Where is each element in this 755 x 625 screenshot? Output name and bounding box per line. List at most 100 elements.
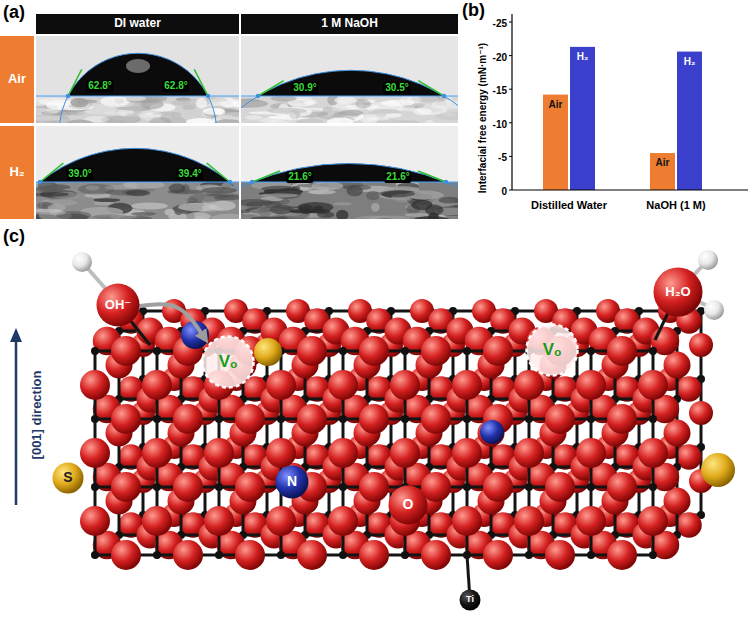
lattice-item xyxy=(525,415,533,423)
contact-point xyxy=(228,180,232,184)
ti-atom xyxy=(339,415,347,423)
lattice-item xyxy=(80,438,110,468)
o-atom xyxy=(266,438,296,468)
lattice-item xyxy=(91,347,99,355)
substrate-texture xyxy=(304,100,317,105)
contact-angle: 21.6° xyxy=(286,171,313,183)
lattice-item xyxy=(215,415,223,423)
ti-atom xyxy=(215,415,223,423)
lattice-item xyxy=(421,540,451,570)
category-label: NaOH (1 M) xyxy=(646,195,705,213)
lattice-item xyxy=(235,404,265,434)
ti-atom xyxy=(401,415,409,423)
lattice-item xyxy=(421,404,451,434)
node-text: DI water xyxy=(114,17,161,30)
o-atom xyxy=(297,404,327,434)
lattice-item xyxy=(359,404,389,434)
axis-tick xyxy=(509,55,512,56)
lattice-item xyxy=(576,506,606,536)
substrate-texture xyxy=(149,117,171,123)
atom-sphere xyxy=(654,268,703,317)
lattice-item xyxy=(339,347,347,355)
lattice-item xyxy=(689,401,713,425)
o-atom xyxy=(576,506,606,536)
o-atom xyxy=(359,404,389,434)
lattice-item xyxy=(359,540,389,570)
direction-label: [001] direction xyxy=(27,371,45,460)
lattice-item xyxy=(328,506,358,536)
contact-point xyxy=(38,180,42,184)
photo-background xyxy=(241,126,458,182)
contact-angle: 30.5° xyxy=(383,77,410,95)
tangent-line xyxy=(207,163,230,182)
lattice-item xyxy=(576,438,606,468)
vacancy-circle xyxy=(527,325,578,376)
substrate-texture xyxy=(424,120,434,123)
lattice-item xyxy=(576,370,606,400)
fit-circle xyxy=(36,148,239,219)
crystal-lattice xyxy=(80,299,713,570)
ti-atom xyxy=(525,483,533,491)
lattice-item xyxy=(525,483,533,491)
tangent-line xyxy=(252,171,280,182)
o-atom xyxy=(545,472,575,502)
category-label: NaOH (1 M) xyxy=(646,199,705,212)
contact-angle: 62.8° xyxy=(162,80,189,92)
photo-panel xyxy=(36,36,239,123)
lattice-item xyxy=(111,336,141,366)
substrate-texture xyxy=(380,190,415,197)
substrate-texture xyxy=(308,190,336,194)
lattice-item xyxy=(638,506,668,536)
atom-sphere xyxy=(53,463,84,494)
lattice-item xyxy=(215,483,223,491)
lattice-item xyxy=(390,438,420,468)
substrate-texture xyxy=(93,198,120,202)
substrate-texture xyxy=(366,191,380,200)
lattice-item xyxy=(153,415,161,423)
ti-atom xyxy=(153,483,161,491)
o-atom xyxy=(483,540,513,570)
bar-label: H₂ xyxy=(577,46,589,64)
photo-panel xyxy=(36,126,239,219)
lattice-item xyxy=(649,551,657,559)
o-atom xyxy=(80,438,110,468)
substrate-texture xyxy=(131,202,168,209)
o-atom xyxy=(359,472,389,502)
o-atom xyxy=(111,472,141,502)
substrate-texture xyxy=(396,120,420,123)
o-atom xyxy=(80,506,110,536)
ti-atom xyxy=(587,483,595,491)
o-atom xyxy=(664,352,691,379)
substrate-texture xyxy=(413,216,449,219)
atom-sphere xyxy=(460,590,481,611)
lattice-item xyxy=(153,483,161,491)
lattice-item xyxy=(215,551,223,559)
o-atom xyxy=(421,336,451,366)
tangent-line xyxy=(68,69,82,96)
substrate-texture xyxy=(412,103,425,107)
o-atom xyxy=(514,506,544,536)
o-atom xyxy=(235,472,265,502)
contact-angle: 21.6° xyxy=(384,166,411,184)
o-atom xyxy=(390,370,420,400)
lattice-item xyxy=(80,506,110,536)
o-atom xyxy=(421,540,451,570)
node-text: S xyxy=(63,470,72,485)
o-atom xyxy=(142,506,172,536)
lattice-item xyxy=(638,438,668,468)
o-atom xyxy=(328,370,358,400)
lattice-item xyxy=(142,370,172,400)
ti-atom xyxy=(153,415,161,423)
photo-background xyxy=(36,36,239,96)
lattice-item xyxy=(483,540,513,570)
substrate-texture xyxy=(243,123,259,124)
substrate-texture xyxy=(381,100,415,106)
water-molecule: H₂O xyxy=(653,267,703,317)
nitrogen-atom: N xyxy=(275,465,309,499)
o-atom xyxy=(297,540,327,570)
sulfur-atom: S xyxy=(52,462,84,494)
substrate-texture xyxy=(317,212,334,218)
ti-atom xyxy=(277,551,285,559)
droplet-highlight xyxy=(126,59,150,73)
ti-atom xyxy=(525,551,533,559)
